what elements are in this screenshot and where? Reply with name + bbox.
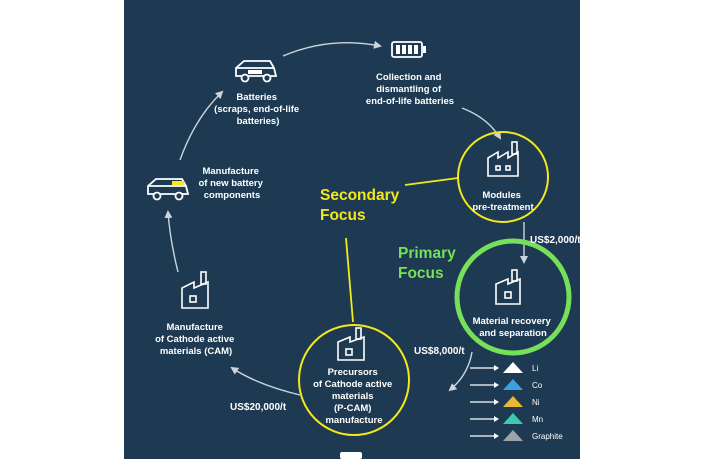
material-arrowhead [494, 433, 499, 439]
material-arrowhead [494, 382, 499, 388]
material-name: Ni [532, 398, 540, 407]
material-pile-icon [503, 430, 523, 441]
material-pile-icon [503, 396, 523, 407]
material-item-graphite: Graphite [470, 430, 563, 441]
precursors-secondary-circle [298, 324, 410, 436]
label-collection: Collection and dismantling of end-of-lif… [366, 72, 454, 107]
material-pile-icon [503, 362, 523, 373]
label-cam: Manufacture of Cathode active materials … [155, 322, 237, 357]
arrow-components-to-batteries [179, 90, 224, 161]
modules-factory-icon [487, 141, 519, 177]
material-name: Li [532, 364, 538, 373]
material-pile-icon [503, 379, 523, 390]
arrow-batteries-to-collection [282, 40, 382, 57]
cam-factory-icon [181, 271, 209, 309]
modules-secondary-circle [457, 131, 549, 223]
car-battery-icon [235, 60, 278, 83]
material-name: Co [532, 381, 543, 390]
arrow-material-to-precursors [448, 351, 473, 392]
label-modules: Modules pre-treatment [472, 190, 534, 213]
battery-icon [391, 41, 426, 58]
material-arrowhead [494, 399, 499, 405]
precursors-factory-icon [337, 327, 365, 361]
material-pile-icon [503, 413, 523, 424]
diagram-background [124, 0, 580, 459]
primary-focus-label: Primary Focus [398, 245, 460, 282]
label-batteries: Batteries (scraps, end-of-life batteries… [214, 92, 302, 127]
material-arrowhead [494, 365, 499, 371]
arrow-cam-to-components [164, 210, 179, 273]
label-material: Material recovery and separation [473, 316, 554, 339]
bottom-tab-indicator [340, 452, 362, 459]
material-item-mn: Mn [470, 413, 543, 424]
material-item-ni: Ni [470, 396, 540, 407]
material-item-li: Li [470, 362, 538, 373]
label-precursors: Precursors of Cathode active materials (… [313, 367, 395, 426]
material-primary-circle [454, 238, 572, 356]
material-arrowhead [494, 416, 499, 422]
material-name: Mn [532, 415, 543, 424]
secondary-focus-line-to-precursors [345, 237, 354, 323]
components-car-icon [147, 178, 190, 201]
label-components: Manufacture of new battery components [198, 166, 265, 201]
secondary-focus-label: Secondary Focus [320, 187, 404, 224]
price-material-to-precursors: US$8,000/t [414, 346, 465, 357]
material-item-co: Co [470, 379, 543, 390]
secondary-focus-line-to-modules [404, 177, 459, 186]
material-factory-icon [495, 269, 521, 305]
arrow-precursors-to-cam [230, 366, 301, 396]
price-modules-to-material: US$2,000/t [530, 235, 581, 246]
price-precursors-to-cam: US$20,000/t [230, 402, 287, 413]
arrow-collection-to-modules [461, 107, 502, 140]
material-name: Graphite [532, 432, 563, 441]
